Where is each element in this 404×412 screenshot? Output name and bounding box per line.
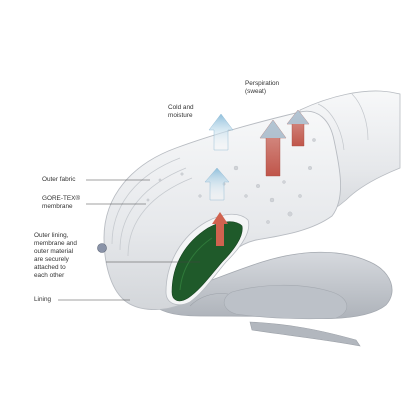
lining-label: Lining <box>34 296 51 304</box>
goretex-membrane-label: GORE-TEX® membrane <box>42 195 80 211</box>
cold-moisture-label: Cold and moisture <box>168 104 194 120</box>
outer-fabric-label: Outer fabric <box>42 176 75 184</box>
bonded-layers-label: Outer lining, membrane and outer materia… <box>34 232 104 280</box>
perspiration-label: Perspiration (sweat) <box>245 80 279 96</box>
